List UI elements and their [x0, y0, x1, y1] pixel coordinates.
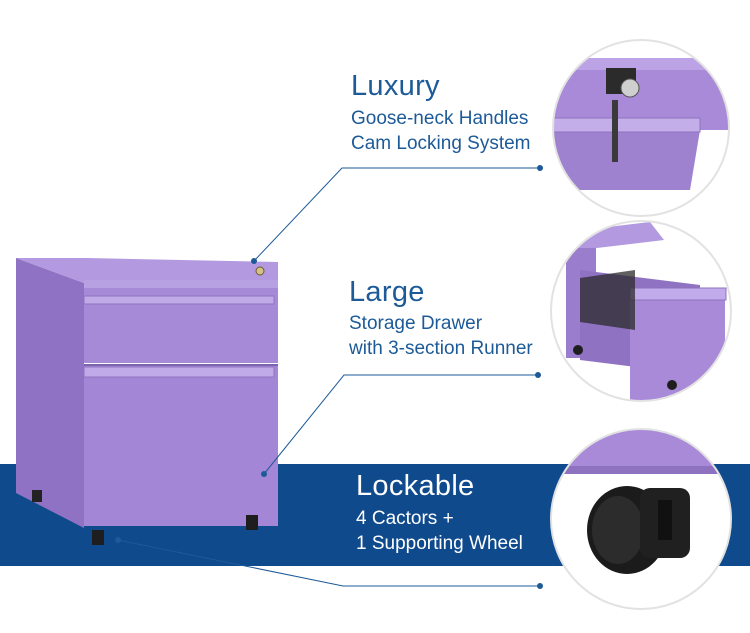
cabinet-top [16, 258, 278, 283]
cabinet-bottom-drawer [84, 366, 278, 526]
feature-line-supporting-wheel: 1 Supporting Wheel [356, 533, 523, 554]
cabinet-side [16, 258, 84, 528]
leader-lines [117, 167, 540, 587]
detail-circle-drawer [550, 220, 732, 402]
feature-line-cam-locking: Cam Locking System [351, 133, 531, 154]
cabinet-illustration [16, 258, 278, 545]
feature-line-runner: with 3-section Runner [349, 338, 533, 359]
top-drawer-handle [83, 295, 275, 305]
leader-line-large [263, 374, 538, 475]
cabinet-top-drawer [84, 280, 278, 363]
feature-title-lockable: Lockable [356, 470, 475, 502]
leader-dots [115, 165, 543, 589]
leader-line-lockable [117, 539, 540, 587]
feature-line-goose-neck: Goose-neck Handles [351, 108, 529, 129]
cabinet-wheels [32, 490, 258, 545]
detail-circle-wheel [550, 428, 732, 610]
detail-circle-lock [552, 39, 730, 217]
feature-title-luxury: Luxury [351, 70, 440, 102]
feature-line-storage-drawer: Storage Drawer [349, 313, 483, 334]
feature-line-cactors: 4 Cactors + [356, 508, 454, 529]
feature-title-large: Large [349, 276, 425, 308]
bottom-drawer-handle [83, 366, 275, 378]
lock-icon [255, 266, 265, 276]
leader-line-luxury [253, 167, 540, 262]
